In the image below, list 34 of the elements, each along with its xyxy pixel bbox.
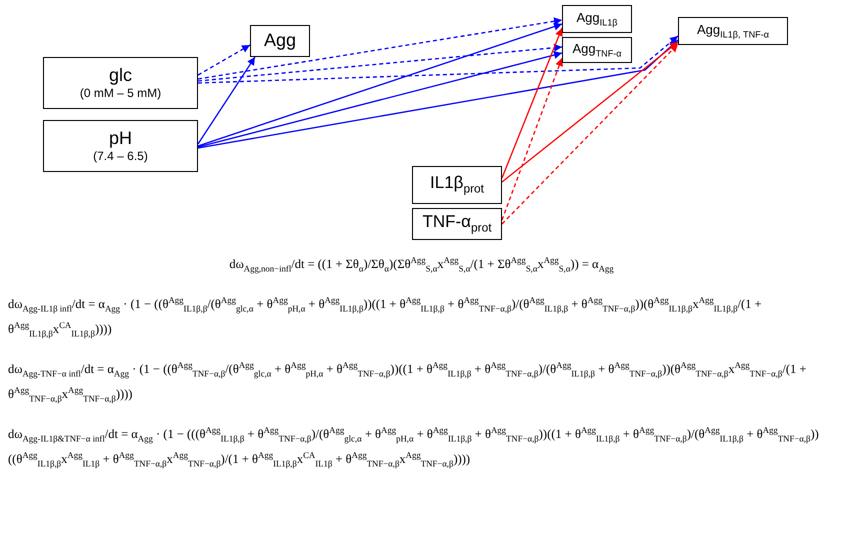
arrow	[198, 22, 562, 147]
equation: dω$_{Agg-IL1β&TNF−α infl}$/dt = α$_{Agg}$ · (1 − (((θ$^{Agg}$$_{IL1β,β}$ + θ$^{Agg}$$_{TNF−α,β}$)/(θ$^{Agg}$$_{glc,α}$ + θ$^{Agg}$$_{pH,α}$ + θ$^{Agg}$$_{IL1β,β}$ + θ$^{Agg}$$_{TNF−α,β}$))((1 + θ$^{Agg}$$_{IL1β,β}$ + θ$^{Agg}$$_{TNF−α,β}$)/(θ$^{Agg}$$_{IL1β,β}$ + θ$^{Agg}$$_{TNF−α,β}$))((θ$^{Agg}$$_{IL1β,β}$x$^{Agg}$$_{IL1β}$ + θ$^{Agg}$$_{TNF−α,β}$x$^{Agg}$$_{TNF−α,β}$)/(1 + θ$^{Agg}$$_{IL1β,β}$x$^{CA}$$_{IL1β}$ + θ$^{Agg}$$_{TNF−α,β}$x$^{Agg}$$_{TNF−α,β}$))))	[8, 424, 820, 471]
variable-box	[562, 5, 632, 33]
variable-name: pH	[108, 128, 132, 149]
variable-box	[678, 17, 788, 45]
variable-name: glc	[108, 66, 132, 86]
arrow	[501, 58, 563, 220]
variable-box	[250, 25, 310, 57]
arrow	[198, 44, 562, 82]
variable-name: Agg$_{IL1β}$	[576, 10, 618, 28]
arrow	[197, 56, 256, 144]
arrow	[501, 28, 563, 178]
variable-box	[43, 120, 198, 172]
variable-name: TNF-α$_{prot}$	[422, 213, 492, 235]
variable-name: Agg	[264, 31, 296, 51]
arrow	[198, 17, 562, 80]
equation: dω$_{Agg-IL1β infl}$/dt = α$_{Agg}$ · (1 − ((θ$^{Agg}$$_{IL1β,β}$/(θ$^{Agg}$$_{glc,α}$ + θ$^{Agg}$$_{pH,α}$ + θ$^{Agg}$$_{IL1β,β}$))((1 + θ$^{Agg}$$_{IL1β,β}$ + θ$^{Agg}$$_{TNF−α,β}$)/(θ$^{Agg}$$_{IL1β,β}$ + θ$^{Agg}$$_{TNF−α,β}$))(θ$^{Agg}$$_{IL1β,β}$x$^{Agg}$$_{IL1β,β}$/(1 + θ$^{Agg}$$_{IL1β,β}$x$^{CA}$$_{IL1β,β}$))))	[8, 294, 763, 341]
variable-name: Agg$_{IL1β, TNF-α}$	[696, 22, 770, 40]
arrow	[198, 44, 250, 76]
variable-name: IL1β$_{prot}$	[430, 174, 484, 196]
arrow	[198, 40, 678, 149]
variable-name: Agg$_{TNF-α}$	[572, 42, 622, 58]
arrow	[502, 44, 678, 224]
variable-box	[43, 57, 198, 109]
arrow	[198, 36, 678, 84]
range-text: (7.4 – 6.5)	[93, 148, 148, 164]
variable-box	[412, 166, 502, 204]
equation: dω$_{Agg,non−infl}$/dt = ((1 + Σθ$_{α}$)/Σθ$_{α}$)(Σθ$^{Agg}$$_{S,α}$x$^{Agg}$$_{S,α}$/(1 + Σθ$^{Agg}$$_{S,α}$x$^{Agg}$$_{S,α}$)) = α$_{Agg}$	[228, 254, 615, 276]
arrow	[198, 51, 562, 148]
equation: dω$_{Agg-TNF−α infl}$/dt = α$_{Agg}$ · (1 − ((θ$^{Agg}$$_{TNF−α,β}$/(θ$^{Agg}$$_{glc,α}$ + θ$^{Agg}$$_{pH,α}$ + θ$^{Agg}$$_{TNF−α,β}$))((1 + θ$^{Agg}$$_{IL1β,β}$ + θ$^{Agg}$$_{TNF−α,β}$)/(θ$^{Agg}$$_{IL1β,β}$ + θ$^{Agg}$$_{TNF−α,β}$))(θ$^{Agg}$$_{TNF−α,β}$x$^{Agg}$$_{TNF−α,β}$/(1 + θ$^{Agg}$$_{TNF−α,β}$x$^{Agg}$$_{TNF−α,β}$))))	[8, 359, 808, 406]
variable-box	[412, 208, 502, 240]
arrow	[502, 42, 678, 182]
range-text: (0 mM – 5 mM)	[80, 86, 162, 100]
variable-box	[562, 37, 632, 63]
